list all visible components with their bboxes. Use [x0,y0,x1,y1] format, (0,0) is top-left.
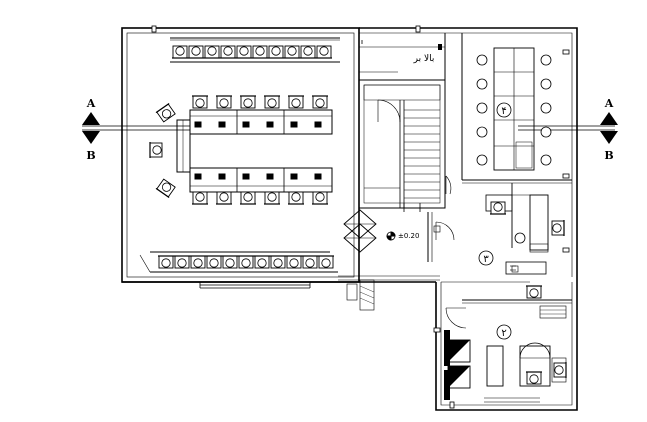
office-number-tag [478,250,494,266]
elevator-shaft [359,33,446,80]
meeting-room-number-tag [496,102,512,118]
section-mark-left-bottom: B [86,149,95,162]
manager-room [444,305,567,403]
top-chair-row [170,37,340,63]
section-mark-left-top: A [86,97,96,110]
meeting-room [461,33,572,184]
office-room [441,183,572,329]
section-mark-right-top: A [604,97,614,110]
section-mark-right-bottom: B [604,149,613,162]
section-cut-right [518,112,618,144]
outer-walls [121,25,578,411]
section-cut-left [82,112,190,144]
entry-lobby [338,175,455,311]
manager-room-number: ۲ [501,328,506,339]
office-chairs [489,201,565,299]
bottom-chair-row [139,251,338,273]
level-label: ±0.20 [398,232,419,240]
stair-label: بالا بر [413,54,435,64]
stair-core [358,79,446,212]
manager-chairs [525,361,567,385]
meeting-room-number: ۴ [501,106,506,117]
workstation-cluster [149,95,333,205]
office-number: ۳ [483,254,489,265]
manager-room-number-tag [496,324,512,340]
